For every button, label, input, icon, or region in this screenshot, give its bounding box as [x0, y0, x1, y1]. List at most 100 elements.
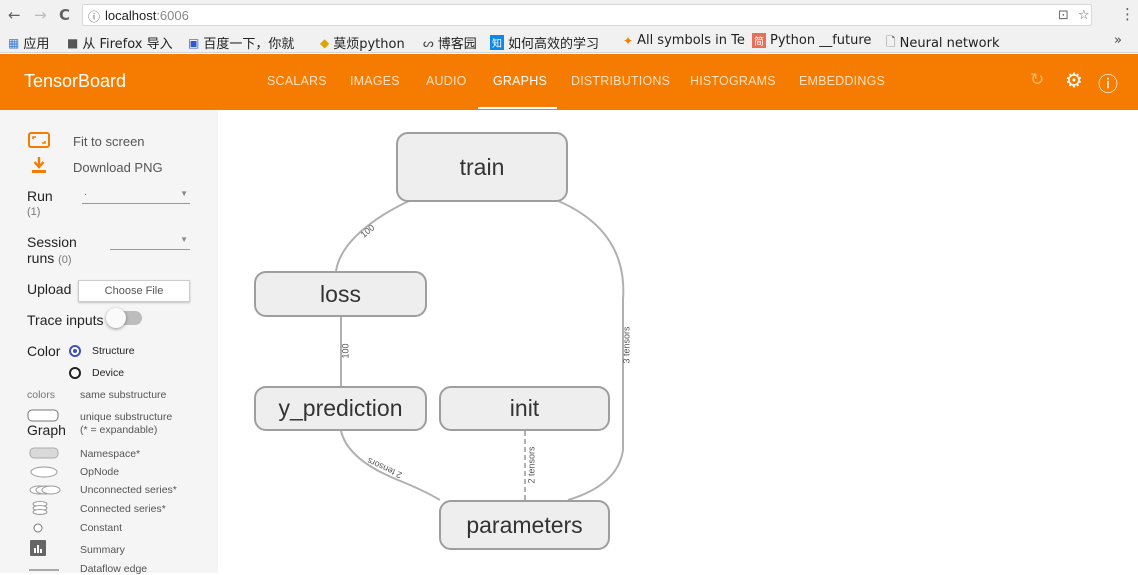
- constant-legend-icon: [33, 523, 43, 533]
- cnblogs-icon: ᔕ: [423, 35, 434, 50]
- bookmark-firefox-import[interactable]: ■从 Firefox 导入: [67, 35, 173, 53]
- page-icon: 🗋: [886, 35, 896, 49]
- unconnected-series-legend-label: Unconnected series*: [80, 484, 177, 496]
- info-icon[interactable]: ⓘ: [88, 10, 101, 24]
- unique-substructure-label: unique substructure: [80, 411, 173, 423]
- connected-series-legend-icon: [32, 501, 48, 515]
- dropdown-arrow-icon: ▼: [180, 189, 188, 198]
- node-y-prediction[interactable]: y_prediction: [254, 386, 427, 431]
- dropdown-arrow-icon: ▼: [180, 235, 188, 244]
- node-loss[interactable]: loss: [254, 271, 427, 317]
- upload-label: Upload: [27, 281, 72, 297]
- tab-distributions[interactable]: DISTRIBUTIONS: [571, 74, 671, 88]
- session-label: Session: [27, 234, 77, 250]
- edge-ypred-params: [340, 430, 441, 501]
- unique-substructure-swatch: [27, 409, 59, 422]
- tab-embeddings[interactable]: EMBEDDINGS: [799, 74, 886, 88]
- trace-inputs-toggle[interactable]: [106, 308, 142, 328]
- reload-icon[interactable]: C: [59, 6, 71, 24]
- dataflow-edge-legend-label: Dataflow edge: [80, 563, 148, 575]
- star-icon[interactable]: ☆: [1078, 8, 1090, 23]
- folder-icon: ■: [67, 35, 79, 50]
- bookmark-morvan-python[interactable]: ◆莫烦python: [320, 35, 405, 53]
- edge-label-train-params: 3 tensors: [621, 326, 632, 364]
- apps-grid-icon: ▦: [8, 35, 20, 50]
- settings-gear-icon[interactable]: ⚙: [1065, 68, 1083, 92]
- connected-series-legend-label: Connected series*: [80, 503, 166, 515]
- edge-label-init-params: 2 tensors: [526, 446, 537, 484]
- node-train[interactable]: train: [396, 132, 568, 202]
- refresh-icon[interactable]: ↻: [1030, 70, 1045, 90]
- back-icon[interactable]: ←: [8, 6, 21, 24]
- bookmark-zhihu[interactable]: 知如何高效的学习: [490, 35, 600, 52]
- namespace-legend-label: Namespace*: [80, 448, 141, 460]
- active-tab-indicator: [478, 107, 557, 109]
- color-label: Color: [27, 343, 61, 359]
- run-count: (1): [27, 206, 41, 218]
- choose-file-button[interactable]: Choose File: [78, 280, 190, 302]
- zhihu-icon: 知: [490, 35, 504, 50]
- expandable-note: (* = expandable): [80, 424, 158, 436]
- translate-icon[interactable]: ⊡: [1058, 8, 1069, 23]
- summary-legend-icon: [30, 540, 46, 556]
- menu-icon[interactable]: ⋮: [1120, 5, 1135, 23]
- bookmark-tensorflow[interactable]: ✦All symbols in Te: [623, 33, 745, 48]
- colors-label: colors: [27, 389, 56, 401]
- graph-controls-sidebar: Fit to screen Download PNG Run (1) . ▼ S…: [0, 110, 218, 575]
- graph-legend-title: Graph: [27, 422, 66, 438]
- summary-legend-label: Summary: [80, 544, 125, 556]
- trace-inputs-label: Trace inputs: [27, 312, 104, 328]
- color-structure-label: Structure: [92, 345, 135, 357]
- edge-label-loss-ypred: 100: [340, 343, 351, 359]
- tab-audio[interactable]: AUDIO: [426, 74, 467, 88]
- url-text[interactable]: localhost:6006: [105, 8, 189, 23]
- app-title: TensorBoard: [24, 71, 127, 91]
- fit-to-screen-button[interactable]: Fit to screen: [73, 134, 145, 149]
- jianshu-icon: 简: [752, 33, 766, 48]
- constant-legend-label: Constant: [80, 522, 123, 534]
- forward-icon[interactable]: →: [34, 6, 47, 24]
- run-dropdown[interactable]: . ▼: [82, 186, 190, 204]
- bookmark-neural-network[interactable]: 🗋Neural network: [886, 33, 999, 54]
- tab-images[interactable]: IMAGES: [350, 74, 400, 88]
- baidu-icon: ▣: [188, 35, 200, 50]
- session-runs-dropdown[interactable]: ▼: [110, 235, 190, 250]
- unconnected-series-legend-icon: [29, 485, 61, 495]
- bookmark-apps[interactable]: ▦应用: [8, 35, 50, 53]
- color-device-radio[interactable]: [69, 367, 81, 379]
- address-bar[interactable]: ⓘ localhost:6006 ⊡ ☆: [82, 4, 1092, 26]
- opnode-legend-icon: [30, 466, 58, 478]
- tensorboard-header: TensorBoard SCALARS IMAGES AUDIO GRAPHS …: [0, 54, 1138, 110]
- bookmark-baidu[interactable]: ▣百度一下，你就: [188, 35, 295, 53]
- color-structure-radio[interactable]: [69, 345, 81, 357]
- color-device-label: Device: [92, 367, 125, 379]
- more-bookmarks-icon[interactable]: »: [1114, 33, 1122, 48]
- opnode-legend-label: OpNode: [80, 466, 120, 478]
- tab-graphs[interactable]: GRAPHS: [493, 74, 547, 88]
- namespace-legend-icon: [29, 447, 59, 459]
- tab-histograms[interactable]: HISTOGRAMS: [690, 74, 776, 88]
- edge-train-loss: [335, 199, 412, 272]
- tensorflow-icon: ✦: [623, 33, 634, 48]
- toggle-knob: [106, 308, 126, 328]
- download-icon[interactable]: [31, 156, 47, 174]
- run-dropdown-value: .: [84, 186, 88, 198]
- node-init[interactable]: init: [439, 386, 610, 431]
- edge-train-params: [555, 199, 625, 501]
- fit-to-screen-icon[interactable]: [28, 132, 50, 148]
- browser-toolbar: ← → C ⓘ localhost:6006 ⊡ ☆ ⋮: [0, 0, 1138, 30]
- dataflow-edge-legend-icon: [29, 569, 59, 571]
- tab-scalars[interactable]: SCALARS: [267, 74, 327, 88]
- run-label: Run: [27, 188, 53, 204]
- download-png-button[interactable]: Download PNG: [73, 160, 163, 175]
- help-icon[interactable]: ⓘ: [1098, 72, 1118, 96]
- python-icon: ◆: [320, 35, 330, 50]
- same-substructure-label: same substructure: [80, 389, 167, 401]
- graph-canvas[interactable]: 100 100 3 tensors 2 tensors 2 tensors tr…: [218, 110, 1138, 573]
- runs-label: runs (0): [27, 250, 72, 266]
- graph-edges: [335, 199, 625, 501]
- node-parameters[interactable]: parameters: [439, 500, 610, 550]
